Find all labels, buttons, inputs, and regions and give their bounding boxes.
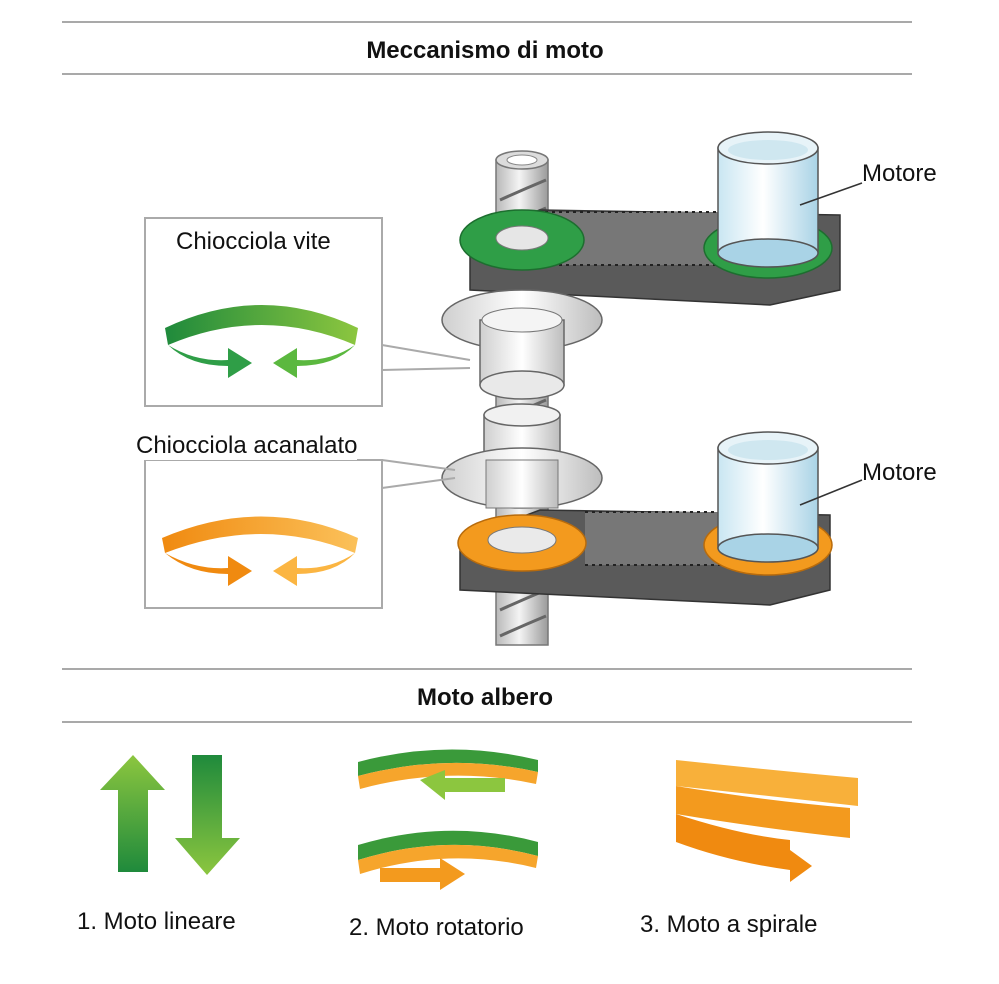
bottom-rule-upper bbox=[62, 668, 912, 670]
motor-bottom-label: Motore bbox=[862, 459, 937, 486]
motion-label-rotary: 2. Moto rotatorio bbox=[349, 914, 524, 941]
top-rule-upper bbox=[62, 21, 912, 23]
spline-nut bbox=[441, 403, 603, 509]
section-title-mechanism: Meccanismo di moto bbox=[366, 37, 604, 64]
top-motor bbox=[717, 131, 819, 268]
screw-nut bbox=[441, 289, 603, 400]
motor-top-leader bbox=[799, 182, 863, 206]
up-down-arrows-icon bbox=[100, 755, 240, 875]
motion-label-linear: 1. Moto lineare bbox=[77, 908, 236, 935]
rotation-arrows-icon bbox=[358, 749, 538, 890]
top-rule-lower bbox=[62, 73, 912, 75]
green-rotation-icon bbox=[165, 305, 358, 378]
orange-rotation-icon bbox=[162, 516, 358, 586]
spline-nut-label: Chiocciola acanalato bbox=[136, 432, 358, 460]
motor-top-label: Motore bbox=[862, 160, 937, 187]
section-title-shaft-motion: Moto albero bbox=[417, 684, 553, 711]
bottom-rule-lower bbox=[62, 721, 912, 723]
bottom-motor bbox=[717, 431, 819, 563]
motion-label-spiral: 3. Moto a spirale bbox=[640, 911, 818, 938]
screw-nut-label: Chiocciola vite bbox=[176, 228, 331, 255]
spiral-arrow-icon bbox=[676, 760, 858, 882]
motor-bottom-leader bbox=[799, 479, 863, 506]
